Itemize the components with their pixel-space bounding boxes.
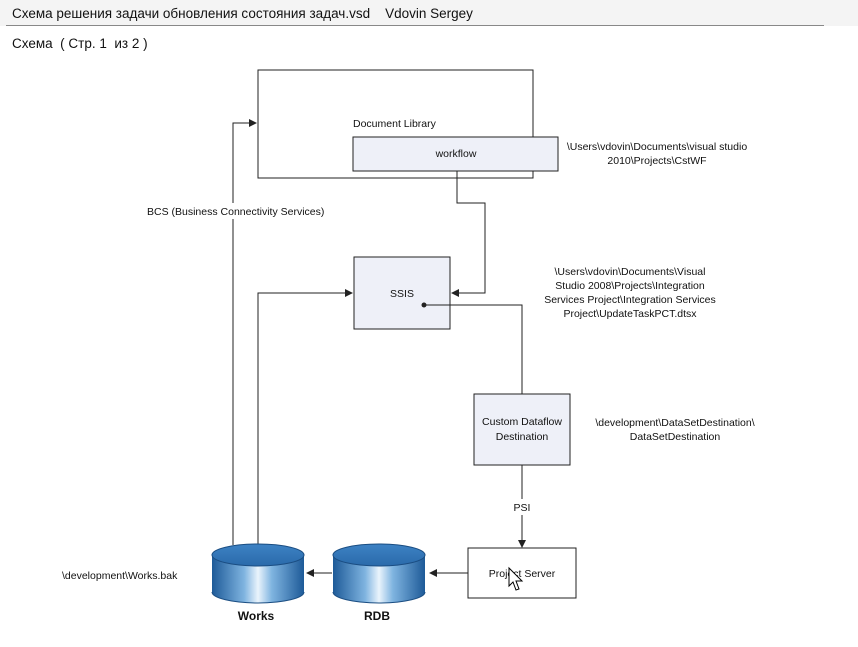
ssis-path-line-4: Project\UpdateTaskPCT.dtsx <box>563 308 697 320</box>
psi-label: PSI <box>514 502 531 514</box>
connector-works-to-document-library <box>232 119 257 545</box>
works-database-icon <box>211 543 305 604</box>
workflow-path-line-2: 2010\Projects\CstWF <box>607 155 706 167</box>
works-label: Works <box>238 609 275 623</box>
ssis-box <box>353 256 451 330</box>
document-title: Схема решения задачи обновления состояни… <box>12 6 473 21</box>
page-indicator: Схема ( Стр. 1 из 2 ) <box>12 36 148 51</box>
ssis-path-line-3: Services Project\Integration Services <box>544 294 716 306</box>
connector-works-to-ssis <box>257 289 353 545</box>
custom-dataflow-label-1: Custom Dataflow <box>482 416 562 428</box>
mouse-cursor-icon <box>508 566 524 591</box>
connector-workflow-to-ssis <box>451 171 486 297</box>
ssis-path-line-2: Studio 2008\Projects\Integration <box>555 280 705 292</box>
connector-endpoint-dot <box>421 302 427 308</box>
connector-dataflow-to-ssis <box>424 304 523 394</box>
custom-dataflow-box <box>473 393 571 466</box>
rdb-label: RDB <box>364 609 390 623</box>
custom-dataflow-label-2: Destination <box>496 431 549 443</box>
project-server-box <box>467 547 577 599</box>
rdb-database-icon <box>332 543 426 604</box>
dataset-path-line-1: \development\DataSetDestination\ <box>595 417 754 429</box>
project-server-label: Project Server <box>489 568 556 580</box>
title-divider <box>6 25 824 26</box>
document-library-label: Document Library <box>353 118 437 130</box>
workflow-box <box>352 136 559 172</box>
workflow-label: workflow <box>435 148 477 160</box>
ssis-path-line-1: \Users\vdovin\Documents\Visual <box>555 266 706 278</box>
bcs-label-bg <box>145 203 325 219</box>
dataset-path-line-2: DataSetDestination <box>630 431 721 443</box>
bcs-label: BCS (Business Connectivity Services) <box>147 206 324 218</box>
title-bar: Схема решения задачи обновления состояни… <box>0 0 858 26</box>
ssis-label: SSIS <box>390 288 414 300</box>
workflow-path-line-1: \Users\vdovin\Documents\visual studio <box>567 141 747 153</box>
works-path-note: \development\Works.bak <box>62 570 178 582</box>
psi-label-bg <box>512 499 534 515</box>
